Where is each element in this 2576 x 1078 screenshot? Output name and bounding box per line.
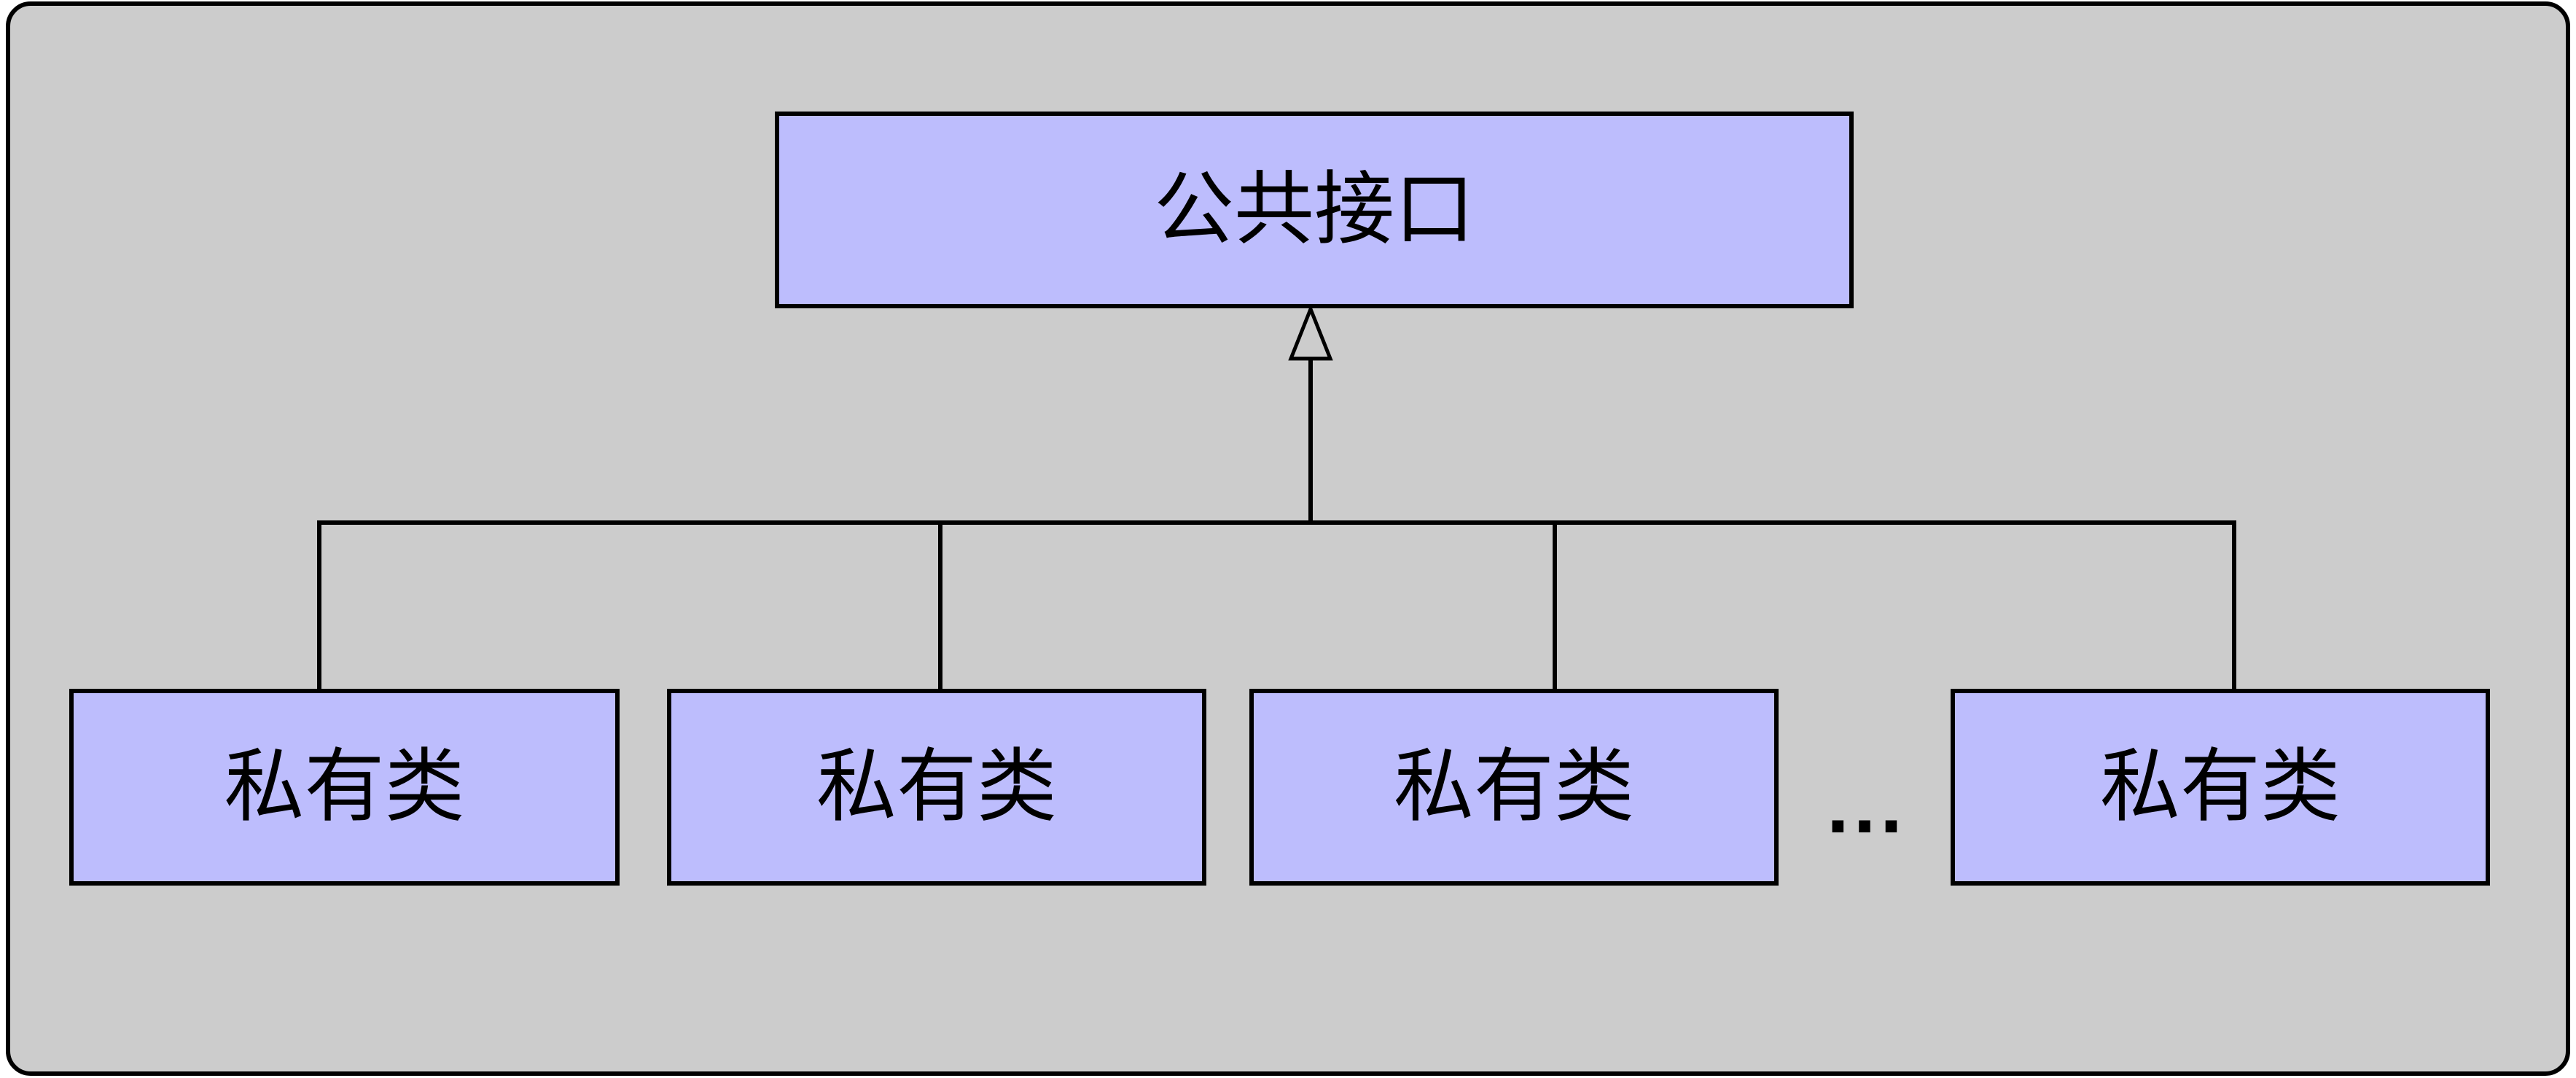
node-private-class-4: 私有类 [1951, 689, 2490, 886]
more-nodes-ellipsis: ... [1827, 760, 1907, 850]
node-private-class-1: 私有类 [69, 689, 620, 886]
inheritance-arrow [1288, 304, 1333, 525]
hierarchy-lines [317, 520, 2236, 692]
hollow-triangle-arrowhead-icon [1288, 304, 1333, 361]
node-private-class-2: 私有类 [667, 689, 1206, 886]
node-private-class-3: 私有类 [1249, 689, 1779, 886]
node-public-interface: 公共接口 [775, 112, 1854, 308]
